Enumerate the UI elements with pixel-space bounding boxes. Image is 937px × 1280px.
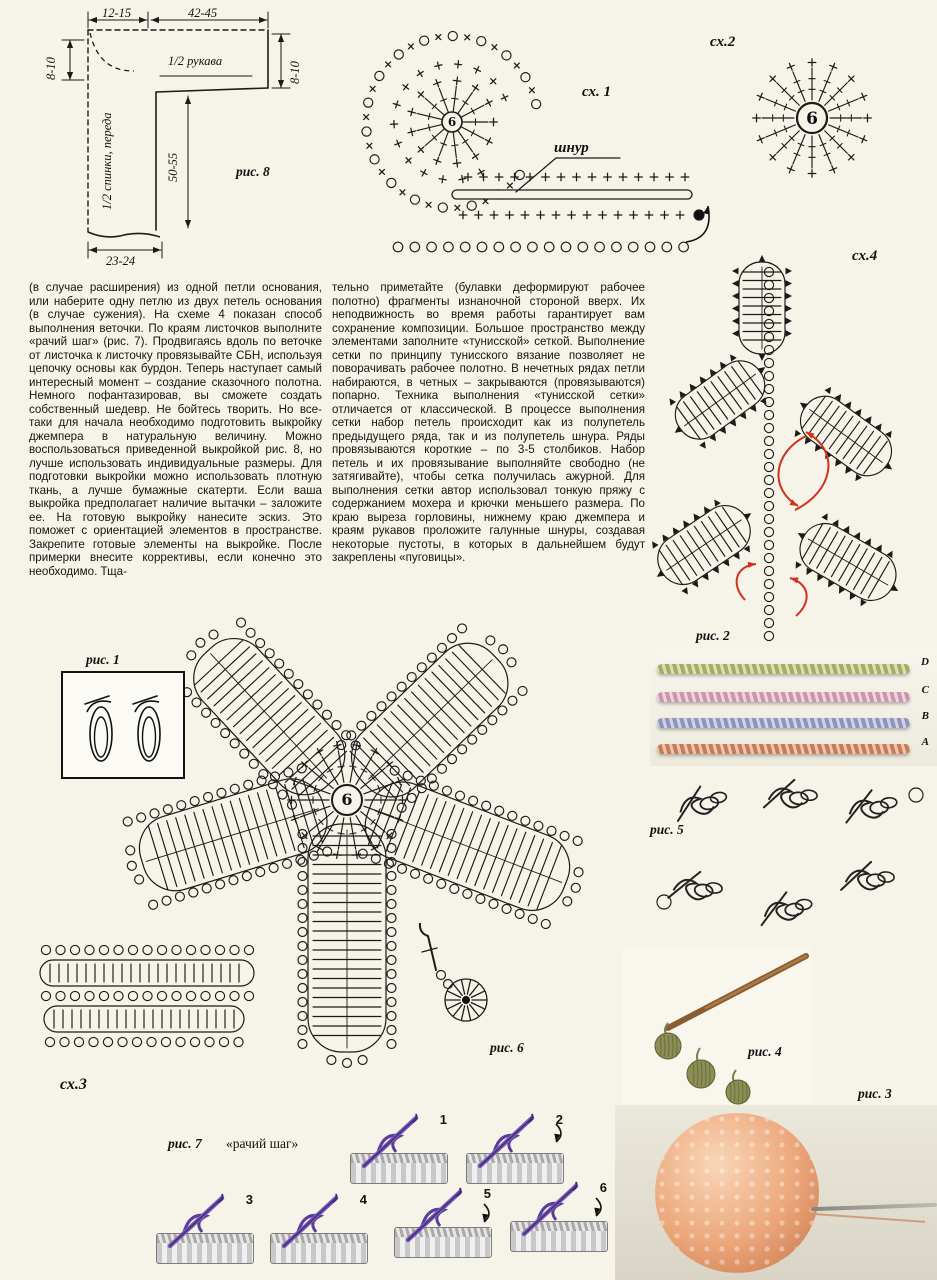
sch3-label: сх.3 [60,1076,87,1093]
cord-sample-c [657,692,910,702]
crochet-fabric [156,1233,254,1264]
photo-galloon-cords: D C B A [650,648,937,766]
sch2-center-count: 6 [806,109,818,129]
sch1-center-count: 6 [448,115,456,129]
step-number: 5 [483,1186,491,1201]
cord-letter-c: C [921,684,929,696]
crab-step-3: 3 [156,1192,261,1264]
sch3-center-count: 6 [341,790,352,809]
body-piece-label: 1/2 спинки, переда [100,112,114,210]
fig5-label: рис. 5 [650,822,684,837]
crab-step-6: 6 [510,1180,615,1252]
pattern-schematic [61,11,291,259]
crochet-ball [655,1113,819,1273]
sch4-label: сх.4 [852,248,878,264]
step-number: 2 [555,1112,563,1127]
cord-callout: шнур [554,140,589,156]
measure-50-55: 50-55 [166,152,180,182]
measure-12-15: 12-15 [102,6,132,20]
article-column-left: (в случае расширения) из одной петли осн… [29,281,322,578]
fig6-diagram [418,922,488,1022]
fig7-title: «рачий шаг» [226,1136,299,1151]
cord-sample-b [657,718,910,728]
step-number: 1 [439,1112,447,1127]
step-number: 4 [359,1192,367,1207]
measure-42-45: 42-45 [188,6,218,20]
sch4-diagram [652,255,899,642]
crab-step-5: 5 [394,1186,499,1258]
metal-hook [810,1202,937,1212]
fig7-label: рис. 7 [168,1136,202,1151]
crab-step-1: 1 [350,1112,455,1184]
step-number: 6 [599,1180,607,1195]
cord-sample-d [657,664,910,674]
measure-8-10-left: 8-10 [44,57,58,80]
sleeve-label: 1/2 рукава [168,54,223,68]
photo-crochet-ball [615,1105,937,1280]
sch2-label: сх.2 [710,34,736,50]
fig2-label: рис. 2 [696,628,730,643]
measure-23-24: 23-24 [106,254,136,268]
cord-letter-a: A [921,736,929,748]
fig5-sketches [656,778,924,927]
step-number: 3 [245,1192,253,1207]
fig8-label: рис. 8 [236,164,270,179]
measure-8-10-right: 8-10 [288,61,302,84]
cord-letter-d: D [921,656,929,668]
crab-step-4: 4 [270,1192,375,1264]
fig1-diagram [61,671,185,779]
crochet-fabric [270,1233,368,1264]
fig3-label: рис. 3 [858,1086,892,1101]
sch2-diagram [752,58,872,178]
fig6-label: рис. 6 [490,1040,524,1055]
photo-hook-with-leaves [622,948,812,1104]
sch1-label: сх. 1 [582,84,611,100]
crochet-fabric [394,1227,492,1258]
yarn-thread [815,1213,925,1223]
crochet-fabric [510,1221,608,1252]
sch3-diagram [122,617,584,1069]
cord-letter-b: B [921,710,929,722]
fig4-label: рис. 4 [748,1044,782,1059]
crochet-fabric [350,1153,448,1184]
sch1-diagram [361,30,710,253]
crab-step-2: 2 [466,1112,571,1184]
fig1-label: рис. 1 [86,652,120,667]
band-motif [39,944,255,1048]
article-column-right: тельно приметайте (булавки деформируют р… [332,281,645,564]
cord-sample-a [657,744,910,754]
